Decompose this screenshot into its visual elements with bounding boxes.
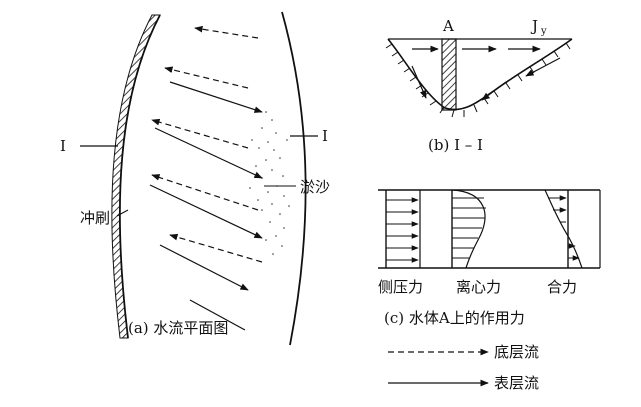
figure-b-cross-section: A J y (b) I – I xyxy=(385,17,573,154)
figure-b-caption: (b) I – I xyxy=(428,136,483,154)
panel-label-side-pressure: 侧压力 xyxy=(378,278,423,296)
circulation-arrows xyxy=(411,45,561,101)
figure-a-caption: (a) 水流平面图 xyxy=(128,319,228,337)
water-column-a xyxy=(441,38,457,111)
sediment-stipple xyxy=(249,111,290,255)
bed-hatch-ticks xyxy=(385,42,571,118)
legend-surface-flow-label: 表层流 xyxy=(494,374,539,392)
point-a-label: A xyxy=(442,17,454,35)
figure-c-caption: (c) 水体A上的作用力 xyxy=(384,309,525,327)
section-mark-right: I xyxy=(322,127,328,145)
channel-bed xyxy=(387,38,573,111)
section-mark-left: I xyxy=(60,137,66,155)
erosion-hatch xyxy=(111,14,161,339)
right-bank-line xyxy=(281,11,307,346)
erosion-leader xyxy=(116,209,129,217)
surface-flow-lines xyxy=(149,81,263,331)
deposition-label: 淤沙 xyxy=(300,178,330,196)
panel-resultant xyxy=(544,189,583,269)
erosion-label: 冲刷 xyxy=(80,209,110,227)
legend-bottom-flow-label: 底层流 xyxy=(494,343,539,361)
panel-label-resultant: 合力 xyxy=(547,278,577,296)
panel-centrifugal xyxy=(451,189,486,269)
slope-subscript: y xyxy=(540,26,547,37)
legend: 底层流 表层流 xyxy=(388,343,539,392)
figure-a-plan-view: I I 冲刷 淤沙 (a) 水流平面图 xyxy=(60,11,330,346)
slope-label: J xyxy=(530,17,538,35)
panel-label-centrifugal: 离心力 xyxy=(456,278,501,296)
bottom-flow-lines xyxy=(151,25,263,263)
panel-side-pressure xyxy=(385,190,421,268)
figure-c-force-diagram: 侧压力 离心力 合力 (c) 水体A上的作用力 xyxy=(378,189,601,327)
